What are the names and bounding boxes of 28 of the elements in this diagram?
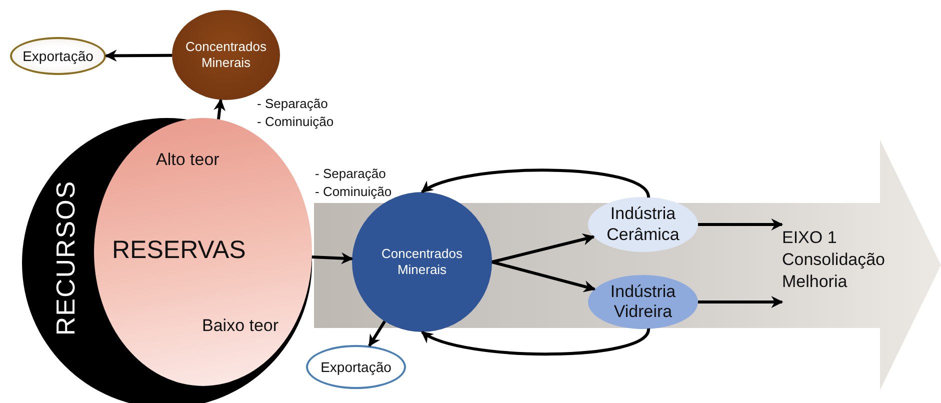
node-label: Concentrados Minerais	[184, 39, 268, 71]
process-note: - Cominuição	[257, 112, 334, 130]
node-label: Baixo teor	[202, 316, 279, 336]
arrow	[698, 296, 784, 308]
arrow	[214, 98, 226, 120]
node-label: RECURSOS	[50, 180, 82, 336]
process-note: - Separação	[257, 95, 329, 113]
arrow	[368, 320, 386, 347]
arrow	[312, 252, 354, 264]
process-note: - Separação	[315, 165, 387, 183]
node-label: Indústria Cerâmica	[606, 204, 680, 245]
node-label: Alto teor	[156, 150, 220, 170]
arrow	[698, 218, 784, 230]
arrow	[104, 50, 172, 62]
node-label: Indústria Vidreira	[609, 282, 677, 322]
axis-label: Consolidação	[782, 248, 886, 271]
axis-label: EIXO 1	[782, 226, 838, 249]
arrow	[492, 234, 595, 264]
arrow	[420, 328, 650, 356]
process-note: - Cominuição	[315, 182, 392, 200]
wide-arrow	[314, 140, 941, 390]
node-label: Exportação	[22, 48, 94, 64]
node-label: RESERVAS	[112, 235, 246, 265]
node-label: Exportação	[320, 358, 392, 376]
node-label: Concentrados Minerais	[380, 246, 464, 278]
arrow	[492, 260, 596, 292]
arrow	[420, 168, 650, 198]
axis-label: Melhoria	[782, 271, 848, 294]
